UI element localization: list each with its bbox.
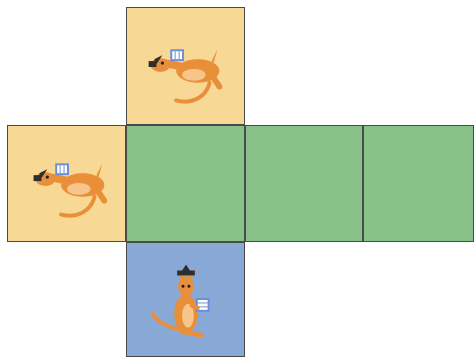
kangaroo-standing-icon [127, 243, 244, 356]
kangaroo-lying-icon [8, 126, 125, 241]
net-face-bottom [126, 242, 245, 357]
kangaroo-lying-icon [127, 8, 244, 124]
net-face-left [7, 125, 126, 242]
net-face-center [126, 125, 245, 242]
net-face-top [126, 7, 245, 125]
net-face-right-1 [245, 125, 363, 242]
net-face-right-2 [363, 125, 474, 242]
